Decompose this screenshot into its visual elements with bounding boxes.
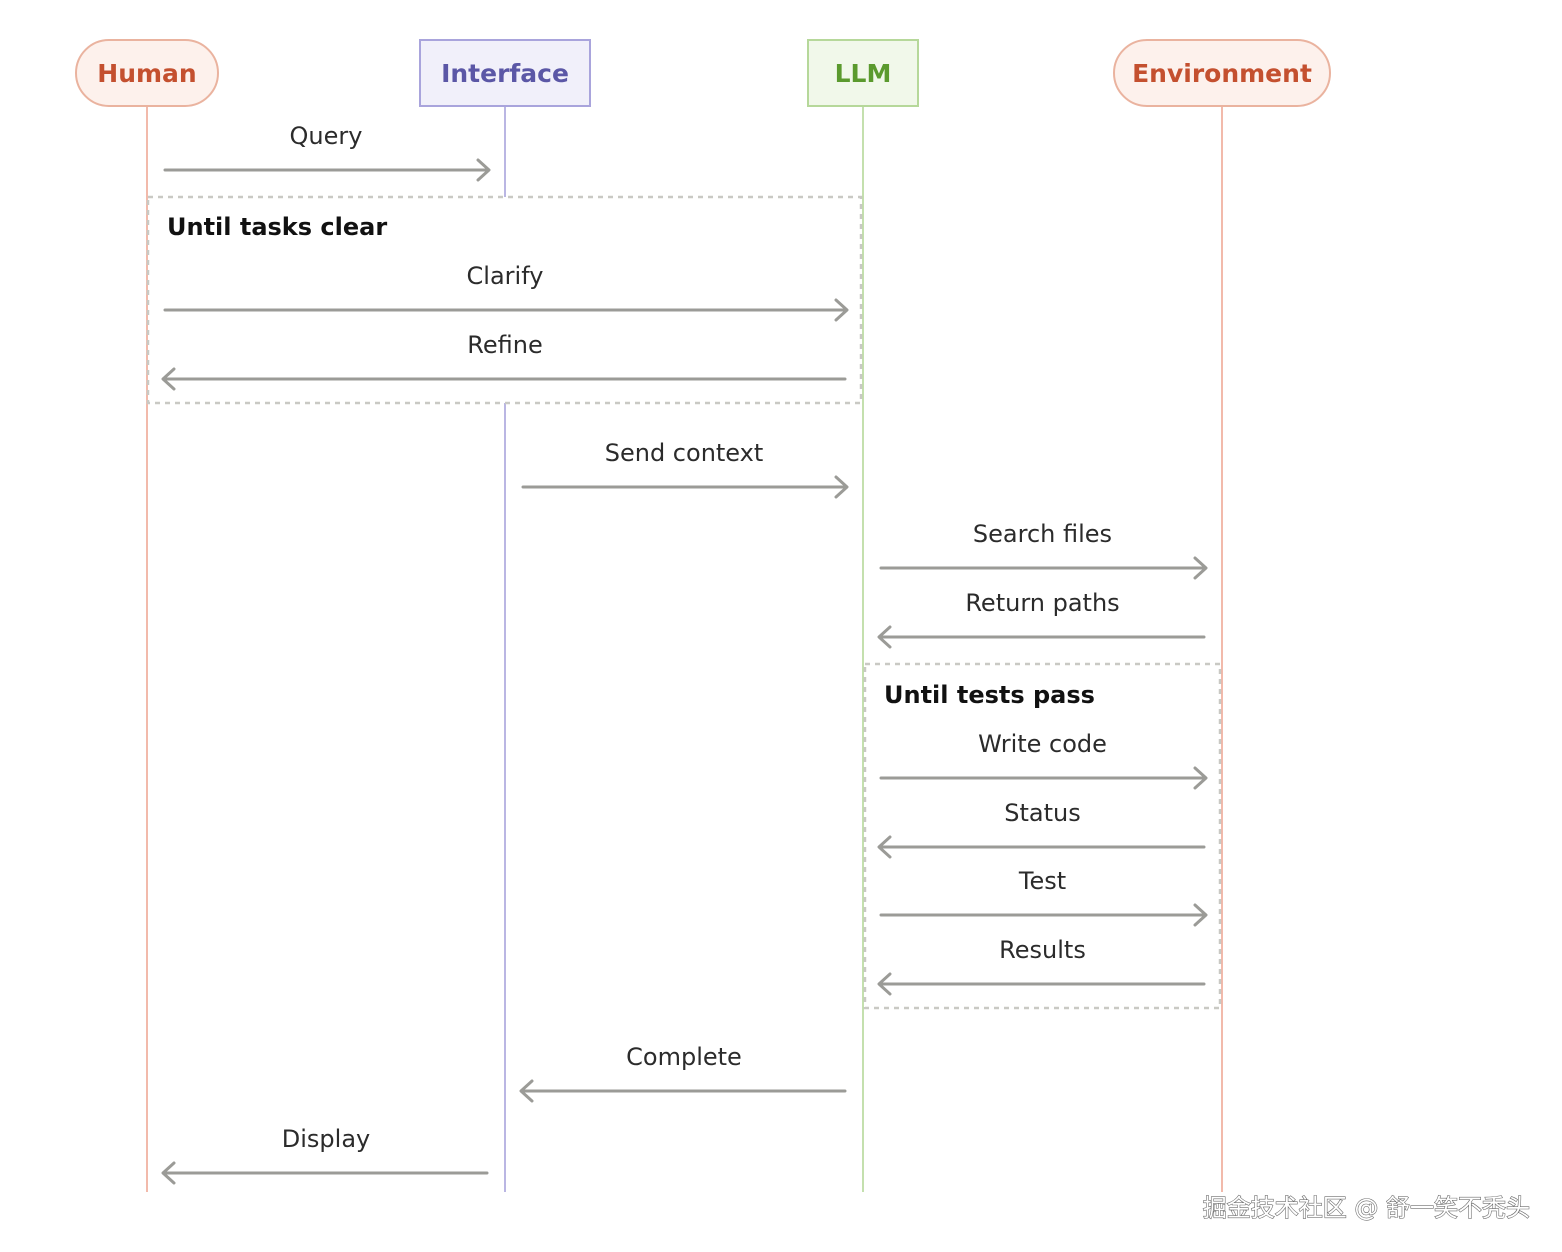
actor-box	[1113, 39, 1331, 107]
message-label: Display	[282, 1125, 370, 1153]
arrow-head	[834, 475, 849, 499]
message-label: Query	[290, 122, 363, 150]
message-label: Search files	[973, 520, 1112, 548]
arrow-head	[161, 367, 176, 391]
actor-label: Interface	[441, 59, 569, 88]
actor-box	[807, 39, 919, 107]
message-arrow: Test	[879, 867, 1208, 927]
actor-environment: Environment	[1113, 39, 1331, 107]
message-arrow: Refine	[161, 331, 847, 391]
arrow-head	[877, 972, 892, 996]
arrow-head	[1193, 766, 1208, 790]
arrow-head	[476, 158, 491, 182]
actor-box	[75, 39, 219, 107]
actor-box	[419, 39, 591, 107]
arrow-head	[877, 625, 892, 649]
arrow-head	[161, 1161, 176, 1185]
actors: Human Interface LLM Environment	[75, 39, 1331, 107]
message-arrow: Status	[877, 799, 1206, 859]
arrow-head	[1193, 903, 1208, 927]
watermark-text: 掘金技术社区 @ 舒一笑不秃头	[1203, 1194, 1530, 1222]
actor-llm: LLM	[807, 39, 919, 107]
actor-label: Environment	[1132, 59, 1312, 88]
loop-frame	[863, 662, 1222, 1010]
message-arrow: Send context	[521, 439, 849, 499]
message-label: Status	[1004, 799, 1080, 827]
actor-label: Human	[97, 59, 196, 88]
arrow-head	[519, 1079, 534, 1103]
message-arrow: Complete	[519, 1043, 847, 1103]
actor-interface: Interface	[419, 39, 591, 107]
message-arrow: Display	[161, 1125, 489, 1185]
message-label: Test	[1018, 867, 1066, 895]
message-label: Write code	[978, 730, 1107, 758]
message-arrow: Results	[877, 936, 1206, 996]
message-label: Return paths	[965, 589, 1119, 617]
arrow-head	[834, 298, 849, 322]
message-label: Complete	[626, 1043, 742, 1071]
loop-label: Until tasks clear	[167, 213, 387, 241]
loop-label: Until tests pass	[884, 681, 1095, 709]
arrow-head	[877, 835, 892, 859]
message-arrow: Clarify	[163, 262, 849, 322]
actor-human: Human	[75, 39, 219, 107]
message-arrow: Query	[163, 122, 491, 182]
message-label: Results	[999, 936, 1086, 964]
loop-frame	[146, 195, 863, 405]
message-label: Clarify	[467, 262, 544, 290]
message-label: Refine	[467, 331, 542, 359]
message-label: Send context	[605, 439, 764, 467]
message-arrow: Return paths	[877, 589, 1206, 649]
arrow-head	[1193, 556, 1208, 580]
actor-label: LLM	[835, 59, 892, 88]
message-arrow: Write code	[879, 730, 1208, 790]
message-arrow: Search files	[879, 520, 1208, 580]
